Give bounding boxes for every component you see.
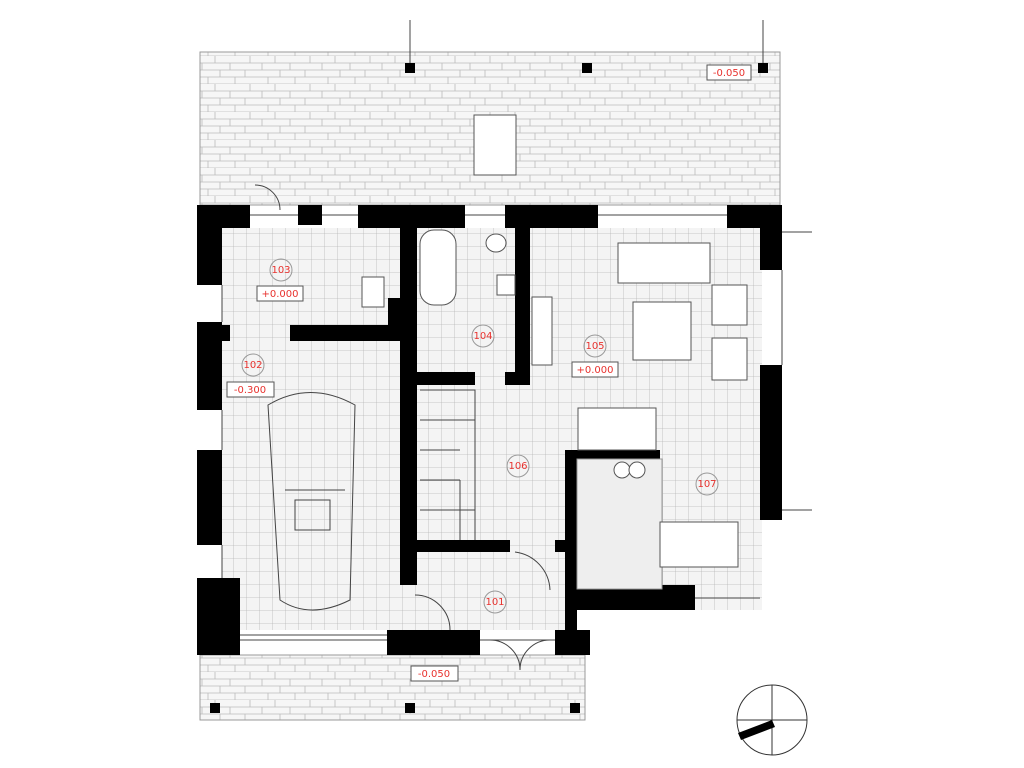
level-label: -0.300 [234,385,266,396]
room-number: 102 [243,360,262,371]
car [267,392,356,611]
room-number: 106 [508,461,527,472]
room-number: 101 [485,597,504,608]
room-104: 104 [471,324,495,348]
room-101: 101 [483,590,507,614]
level-label: +0.000 [261,289,298,300]
kitchen-sink [613,461,631,479]
windows [221,214,783,641]
toilet [485,233,507,253]
dining-table [659,521,739,568]
north-arrow-icon [736,684,808,756]
tv-unit [531,296,553,366]
fireplace [577,407,657,451]
level-label: -0.050 [713,68,745,79]
room-number: 105 [585,341,604,352]
armchair [711,337,748,381]
room-107: 107 [695,472,719,496]
room-102: 102 -0.300 [226,353,275,398]
room-number: 107 [697,479,716,490]
sofa [617,242,711,284]
railing-posts [409,20,812,511]
room-103: 103 +0.000 [256,258,304,302]
room-number: 104 [473,331,492,342]
top-terrace-level: -0.050 [706,64,752,81]
coffee-table [632,301,692,361]
terrace-table [473,114,517,176]
room-105: 105 +0.000 [571,334,619,378]
level-label: +0.000 [576,365,613,376]
staircase [420,389,476,540]
level-label: -0.050 [418,669,450,680]
room-number: 103 [271,265,290,276]
bathtub [419,229,457,306]
terrace-pillars [210,63,768,713]
washer [361,276,385,308]
bottom-terrace [199,654,586,721]
room-106: 106 [506,454,530,478]
armchair [711,284,748,326]
kitchen-counter [576,458,663,590]
bottom-terrace-level: -0.050 [410,665,459,682]
walls [197,205,782,655]
sink [496,274,516,296]
door-swings [254,184,551,671]
